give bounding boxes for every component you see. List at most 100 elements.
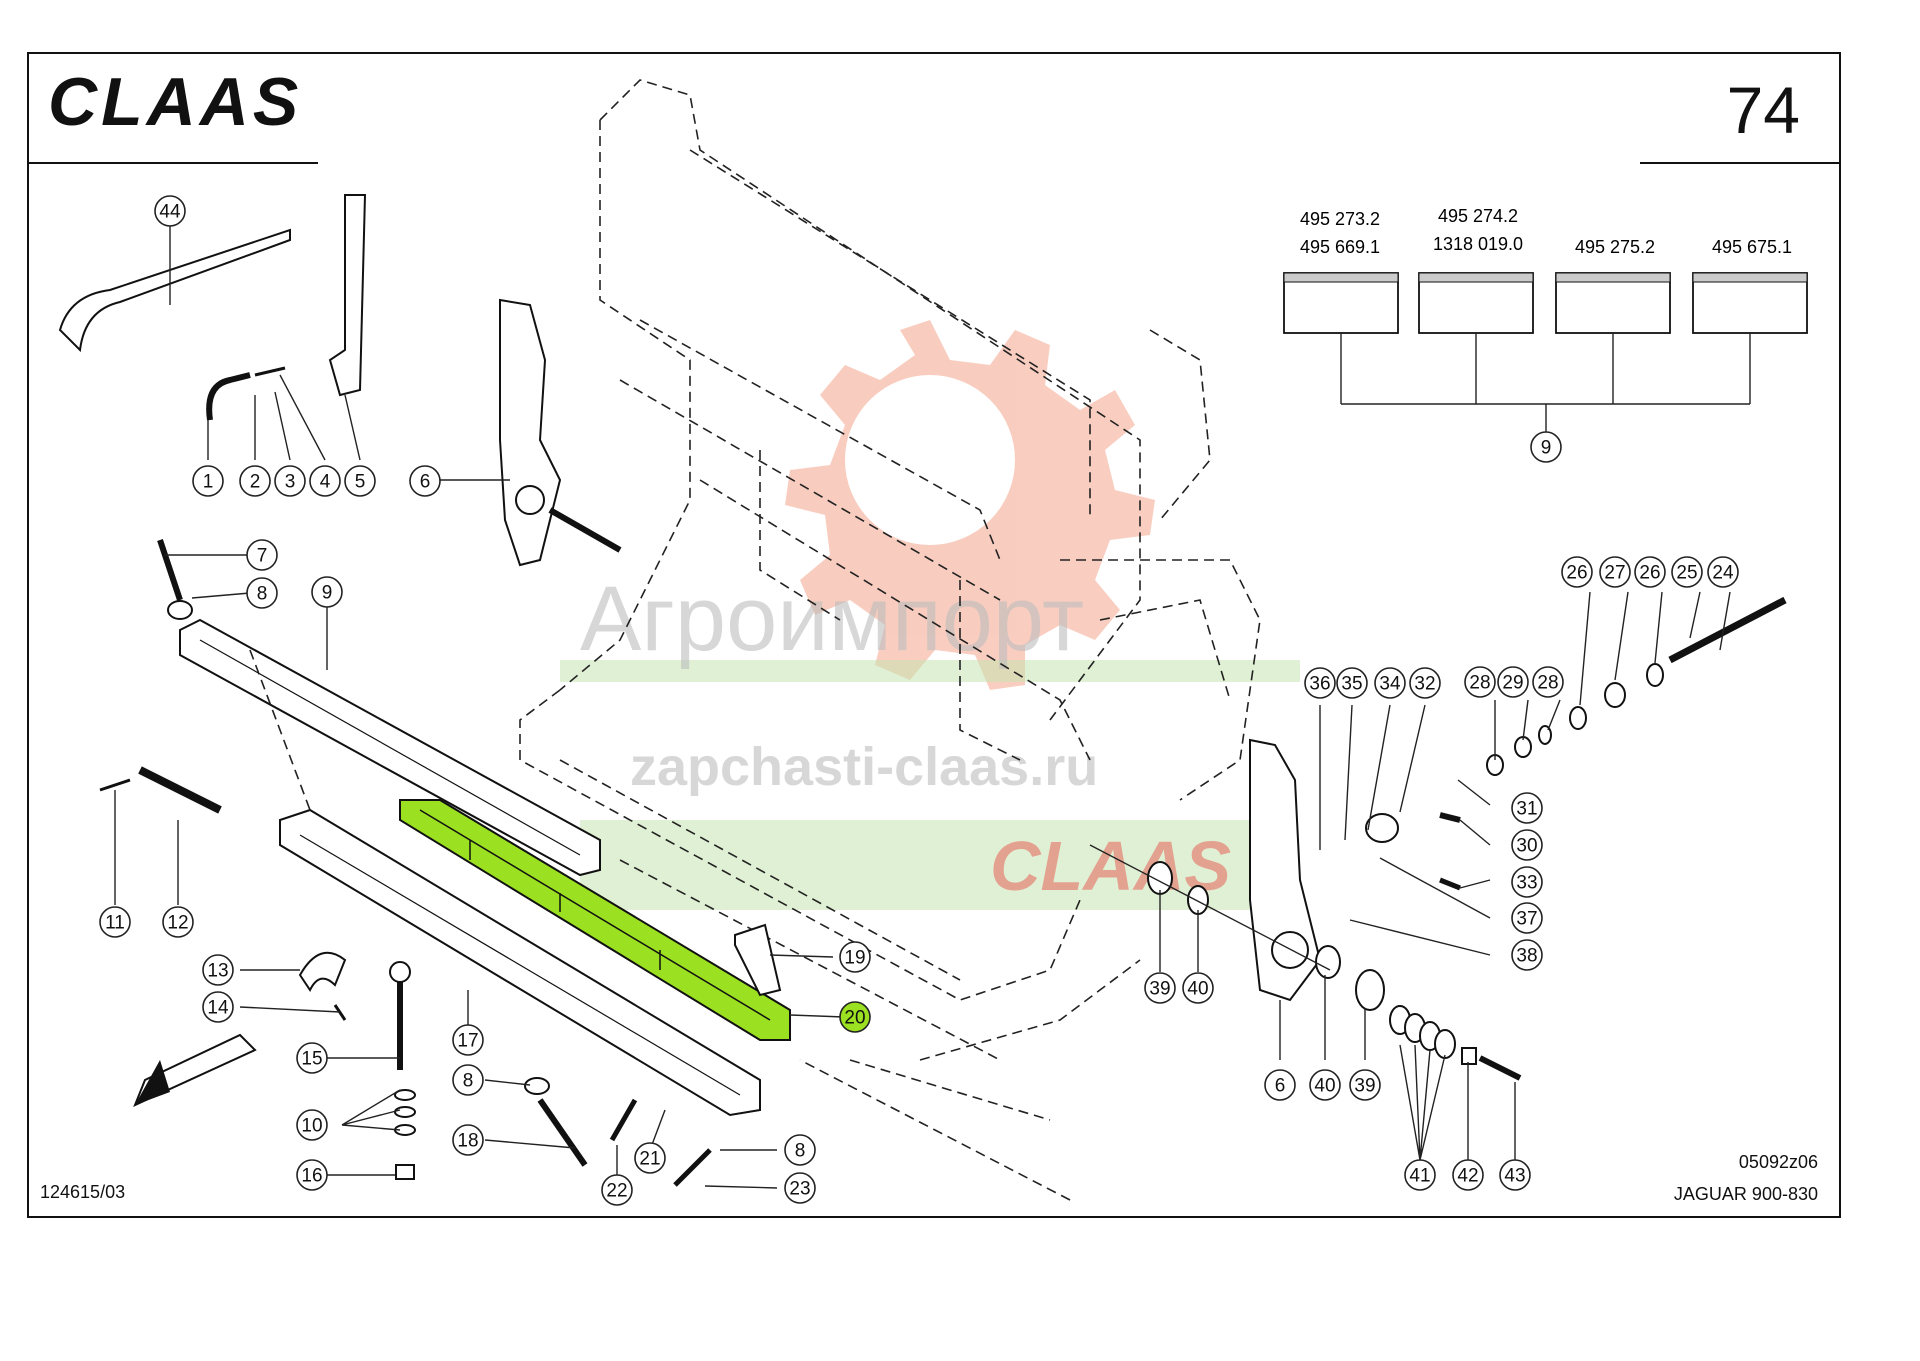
- svg-text:41: 41: [1409, 1166, 1430, 1187]
- variant-code: 495 275.2: [1575, 237, 1655, 257]
- svg-text:40: 40: [1314, 1076, 1335, 1097]
- callout-8: 8: [246, 577, 278, 609]
- callout-2: 2: [239, 465, 271, 497]
- page-number: 74: [1727, 73, 1800, 147]
- callout-36: 36: [1304, 667, 1336, 699]
- svg-text:6: 6: [420, 472, 431, 493]
- callout-5: 5: [344, 465, 376, 497]
- bushing-part-32: [1365, 813, 1399, 843]
- svg-text:3: 3: [285, 472, 296, 493]
- svg-text:32: 32: [1414, 674, 1435, 695]
- variant-profile-lip: [1283, 272, 1399, 283]
- callout-9: 9: [311, 576, 343, 608]
- watermark-stripes: [560, 660, 1300, 910]
- variant-table: 495 273.2 495 669.1 495 274.2 1318 019.0…: [1283, 206, 1808, 432]
- svg-text:23: 23: [789, 1179, 810, 1200]
- svg-text:30: 30: [1516, 836, 1537, 857]
- svg-text:18: 18: [457, 1131, 478, 1152]
- wear-strip-part-20: [399, 799, 791, 1041]
- variant-profile-lip: [1555, 272, 1671, 283]
- callout-25: 25: [1671, 556, 1703, 588]
- washers-part-26-29: [1486, 663, 1664, 776]
- callout-30: 30: [1511, 829, 1543, 861]
- washer-part-39: [1147, 861, 1173, 895]
- variant-bracket: [1340, 333, 1751, 432]
- callout-8: 8: [784, 1134, 816, 1166]
- callout-29: 29: [1497, 666, 1529, 698]
- callout-variant-group: 9: [1530, 431, 1562, 463]
- washer-part-40: [1315, 945, 1341, 979]
- svg-text:33: 33: [1516, 873, 1537, 894]
- bolt-part-24: [1668, 596, 1787, 664]
- svg-text:34: 34: [1379, 674, 1401, 695]
- svg-text:29: 29: [1502, 673, 1523, 694]
- variant-code: 495 669.1: [1300, 237, 1380, 257]
- callout-21: 21: [634, 1142, 666, 1174]
- variant-profile: [1555, 272, 1671, 334]
- callout-4: 4: [309, 465, 341, 497]
- callout-12: 12: [162, 906, 194, 938]
- spacer-part-42: [1461, 1047, 1477, 1065]
- svg-text:1: 1: [203, 472, 214, 493]
- washer-part-40: [1187, 885, 1209, 915]
- drawing-frame: [27, 52, 1841, 1218]
- callout-44: 44: [154, 195, 186, 227]
- variant-profile: [1692, 272, 1808, 334]
- variant-code: 495 675.1: [1712, 237, 1792, 257]
- svg-text:17: 17: [457, 1031, 478, 1052]
- beam-part-17: [279, 808, 761, 1117]
- svg-text:37: 37: [1516, 909, 1537, 930]
- svg-text:22: 22: [606, 1181, 627, 1202]
- pin-part-11: [99, 778, 131, 792]
- svg-text:6: 6: [1275, 1076, 1286, 1097]
- svg-text:8: 8: [463, 1071, 474, 1092]
- callout-20: 20: [839, 1001, 871, 1033]
- svg-text:24: 24: [1712, 563, 1734, 584]
- svg-text:28: 28: [1537, 673, 1558, 694]
- callout-22: 22: [601, 1174, 633, 1206]
- callout-33: 33: [1511, 866, 1543, 898]
- block-part-19: [734, 923, 782, 997]
- svg-text:16: 16: [301, 1166, 322, 1187]
- nut-part-30: [1439, 812, 1461, 823]
- callout-6: 6: [409, 465, 441, 497]
- callout-31: 31: [1511, 792, 1543, 824]
- svg-text:39: 39: [1354, 1076, 1375, 1097]
- callout-11: 11: [99, 906, 131, 938]
- callout-19: 19: [839, 941, 871, 973]
- watermark-title: Агроимпорт: [580, 568, 1084, 670]
- svg-text:35: 35: [1341, 674, 1362, 695]
- bolt-part-43: [1478, 1055, 1522, 1081]
- variant-profile-lip: [1418, 272, 1534, 283]
- svg-text:38: 38: [1516, 946, 1537, 967]
- svg-text:14: 14: [207, 998, 229, 1019]
- callout-37: 37: [1511, 902, 1543, 934]
- callout-18: 18: [452, 1124, 484, 1156]
- callout-34: 34: [1374, 667, 1406, 699]
- beam-edge: [199, 639, 581, 856]
- svg-text:8: 8: [795, 1141, 806, 1162]
- callout-17: 17: [452, 1024, 484, 1056]
- variant-code: 495 274.2: [1438, 206, 1518, 226]
- swing-arm-part-6-top: [499, 298, 562, 567]
- axis-line: [1089, 844, 1331, 971]
- assembly-line: [249, 649, 311, 811]
- callout-41: 41: [1404, 1159, 1436, 1191]
- pin-part-14: [333, 1004, 347, 1021]
- direction-arrow-head: [135, 1060, 170, 1105]
- spring-pack-part-41: [1389, 1005, 1456, 1059]
- lever-part-5: [328, 194, 367, 397]
- svg-text:27: 27: [1604, 563, 1625, 584]
- callout-23: 23: [784, 1172, 816, 1204]
- beam-edge: [299, 834, 741, 1096]
- drawing-number: 124615/03: [40, 1182, 125, 1202]
- callout-39: 39: [1144, 972, 1176, 1004]
- callout-42: 42: [1452, 1159, 1484, 1191]
- leader-lines: [114, 200, 1731, 1189]
- drawing-code: 05092z06: [1739, 1152, 1818, 1172]
- callout-27: 27: [1599, 556, 1631, 588]
- svg-text:20: 20: [844, 1008, 865, 1029]
- rod-part-12: [138, 766, 222, 814]
